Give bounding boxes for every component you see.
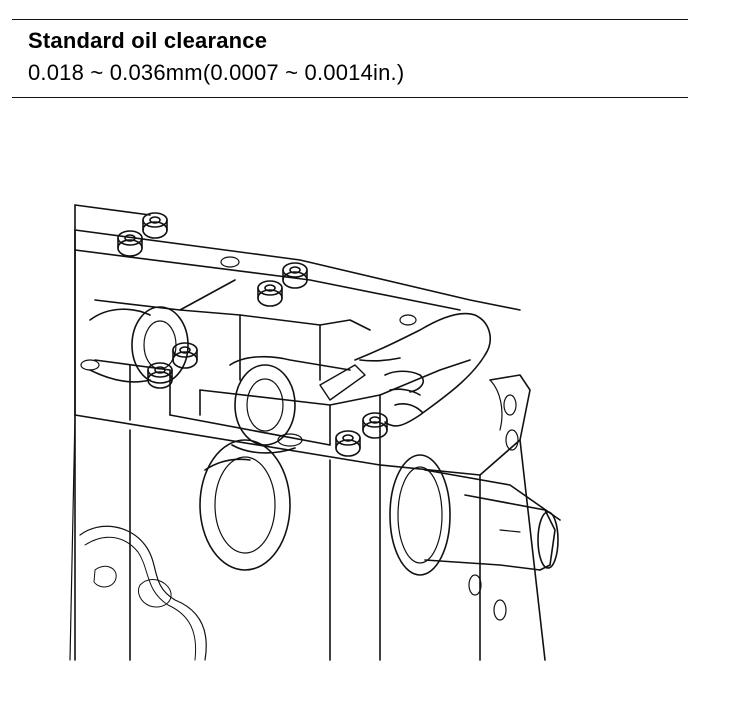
bolt xyxy=(147,362,173,389)
bolt xyxy=(117,230,143,257)
bolt xyxy=(172,342,198,369)
bolt xyxy=(335,430,361,457)
top-rule xyxy=(12,19,688,20)
bolt-hole xyxy=(80,359,100,371)
spec-title: Standard oil clearance xyxy=(28,28,268,53)
hand xyxy=(354,312,491,427)
front-cover-casting xyxy=(468,379,519,621)
bolt xyxy=(282,262,308,289)
bolt-hole xyxy=(220,256,240,268)
bolt xyxy=(362,412,388,439)
crank-snout xyxy=(389,454,561,576)
cap-bolts xyxy=(80,212,417,457)
bolt xyxy=(142,212,168,239)
bearing-cap-bridge xyxy=(74,249,471,466)
bolt-hole xyxy=(277,433,303,447)
crankshaft-journals xyxy=(89,306,366,571)
bottom-rule xyxy=(12,97,688,98)
spec-value: 0.018 ~ 0.036mm(0.0007 ~ 0.0014in.) xyxy=(28,60,405,85)
bolt xyxy=(257,280,283,307)
engine-illustration xyxy=(69,204,561,661)
bolt-hole xyxy=(399,314,417,326)
